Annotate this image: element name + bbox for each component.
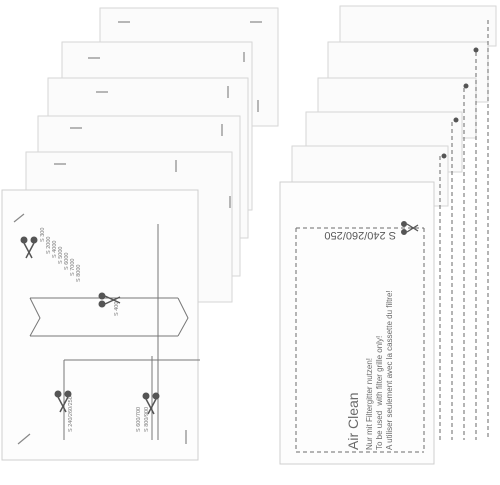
- right-stack-pad: [339, 5, 497, 47]
- size-mark: S 2000: [46, 237, 52, 254]
- size-mark: S 6000: [64, 253, 70, 270]
- note-en-part2: with filter grille only!: [375, 336, 384, 407]
- scissors-icon: [54, 390, 72, 413]
- size-mark: S 8000: [76, 265, 82, 282]
- note-fr: A utiliser seulement avec la cassette du…: [385, 290, 394, 450]
- note-en: To be used with filter grille only!: [375, 336, 384, 450]
- size-mark: S 300: [40, 228, 46, 242]
- size-mark: S 7000: [70, 259, 76, 276]
- scissors-icon: [401, 221, 419, 235]
- stack-tick-marks: [54, 21, 262, 208]
- model-label: S 240/260/250: [324, 229, 396, 241]
- size-mark: S 4000: [52, 241, 58, 258]
- right-pad-stack: S 240/260/250 Air Clean Nur mit Filtergi…: [279, 5, 497, 465]
- size-mark-bottom: S 600/700: [136, 407, 142, 432]
- right-front-pad: S 240/260/250 Air Clean Nur mit Filtergi…: [279, 181, 435, 465]
- size-mark-bottom: S 240/260/250: [68, 396, 74, 432]
- size-mark-400: S 400: [114, 302, 120, 316]
- size-mark-bottom: S 800/900: [144, 407, 150, 432]
- scissors-icon: [98, 292, 121, 308]
- size-mark: S 5000: [58, 247, 64, 264]
- scissors-icon: [142, 392, 160, 415]
- left-pad-stack: S 300 S 2000 S 4000 S 5000 S 6000 S 7000…: [1, 7, 279, 461]
- brand-label: Air Clean: [345, 392, 361, 450]
- scissors-icon: [20, 236, 38, 259]
- note-en-part1: To be used: [375, 411, 384, 450]
- note-de: Nur mit Filtergitter nutzen!: [365, 358, 374, 450]
- left-front-pad: S 300 S 2000 S 4000 S 5000 S 6000 S 7000…: [1, 189, 200, 461]
